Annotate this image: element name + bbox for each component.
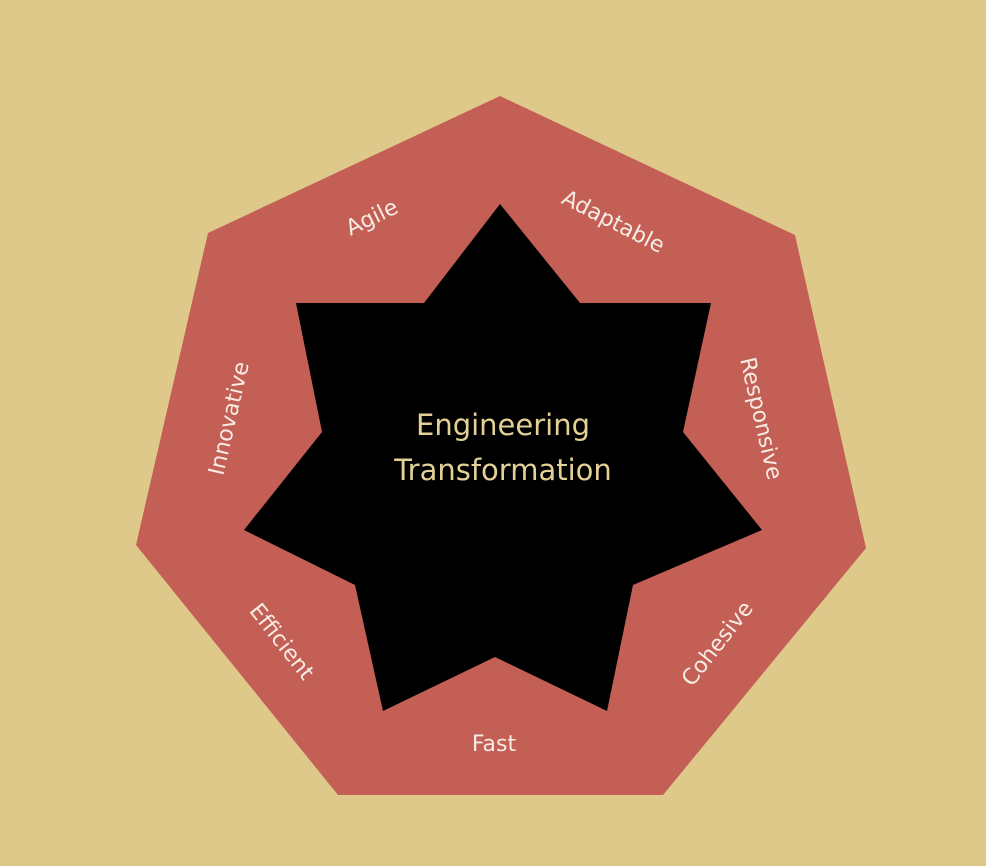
center-title-line1: Engineering bbox=[416, 408, 590, 442]
label-fast: Fast bbox=[472, 732, 517, 757]
seven-point-star bbox=[244, 204, 762, 711]
center-title-line2: Transformation bbox=[393, 453, 612, 487]
